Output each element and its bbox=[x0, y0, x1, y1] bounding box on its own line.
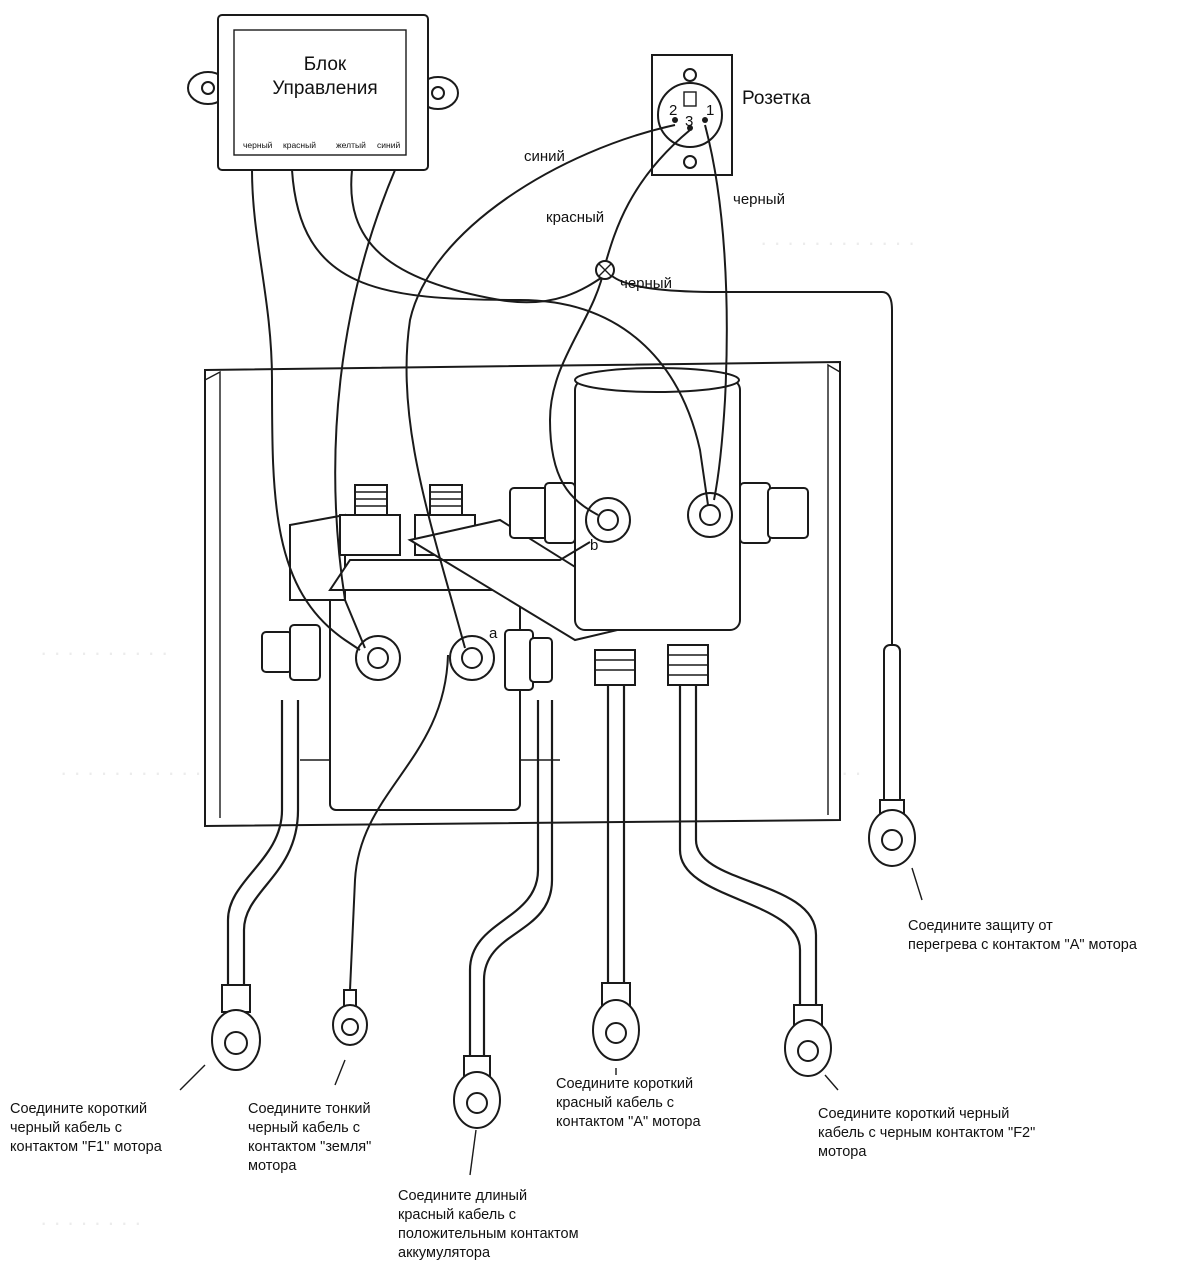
caption-f1: Соедините короткий черный кабель с конта… bbox=[10, 1101, 163, 1155]
caption-motor-a: Соедините короткий красный кабель с конт… bbox=[556, 1076, 701, 1130]
caption-ground-line: Соедините тонкий bbox=[248, 1101, 371, 1117]
caption-ground-line: контактом "земля" bbox=[248, 1139, 371, 1155]
caption-motor-a-line: красный кабель с bbox=[556, 1095, 674, 1111]
terminal-label-b: b bbox=[590, 537, 598, 554]
caption-ground: Соедините тонкий черный кабель с контакт… bbox=[248, 1101, 375, 1174]
socket bbox=[651, 54, 733, 176]
control-wires bbox=[251, 124, 893, 651]
caption-ground-line: черный кабель с bbox=[248, 1120, 360, 1136]
wire-label-black-junction: черный bbox=[620, 275, 672, 292]
caption-f1-line: контактом "F1" мотора bbox=[10, 1139, 163, 1155]
caption-overheat-line: Соедините защиту от bbox=[908, 918, 1053, 934]
caption-battery-line: аккумулятора bbox=[398, 1245, 491, 1261]
svg-text:· · · · · · · · · ·: · · · · · · · · · · bbox=[40, 640, 168, 665]
caption-f2-line: кабель с черным контактом "F2" bbox=[818, 1125, 1035, 1141]
caption-f2-line: Соедините короткий черный bbox=[818, 1106, 1009, 1122]
leader-lines bbox=[179, 867, 923, 1176]
control-box-title-line2: Управления bbox=[272, 78, 377, 99]
socket-title: Розетка bbox=[742, 88, 811, 109]
terminal-label-a: a bbox=[489, 625, 498, 642]
caption-f2-line: мотора bbox=[818, 1144, 867, 1160]
terminal-label-blue: синий bbox=[377, 140, 400, 150]
caption-battery: Соедините длиный красный кабель с положи… bbox=[398, 1188, 583, 1261]
wire-label-blue: синий bbox=[524, 148, 565, 165]
caption-motor-a-line: контактом "A" мотора bbox=[556, 1114, 701, 1130]
terminal-nuts bbox=[355, 492, 733, 681]
terminal-label-black: черный bbox=[243, 140, 273, 150]
ring-lug-overheat-icon bbox=[868, 799, 916, 867]
socket-pin-2: 2 bbox=[669, 102, 677, 119]
caption-battery-line: положительным контактом bbox=[398, 1226, 579, 1242]
socket-pin-3: 3 bbox=[685, 113, 693, 130]
caption-f1-line: Соедините короткий bbox=[10, 1101, 147, 1117]
svg-text:· · · · · · · · · · · · ·: · · · · · · · · · · · · · bbox=[60, 760, 229, 785]
caption-f1-line: черный кабель с bbox=[10, 1120, 122, 1136]
caption-battery-line: красный кабель с bbox=[398, 1207, 516, 1223]
caption-overheat-line: перегрева с контактом "A" мотора bbox=[908, 937, 1138, 953]
caption-overheat: Соедините защиту от перегрева с контакто… bbox=[908, 918, 1138, 953]
socket-pin-1: 1 bbox=[706, 102, 714, 119]
power-cables bbox=[226, 644, 901, 1060]
caption-f2: Соедините короткий черный кабель с черны… bbox=[818, 1106, 1039, 1160]
control-box-title-line1: Блок bbox=[304, 54, 347, 75]
svg-text:· · · · · · · · · · · ·: · · · · · · · · · · · · bbox=[760, 230, 915, 255]
ring-lug-f2-icon bbox=[784, 1004, 832, 1077]
ring-lug-ground-icon bbox=[332, 989, 368, 1046]
terminal-label-yellow: желтый bbox=[336, 140, 366, 150]
ring-lug-battery-icon bbox=[453, 1055, 501, 1129]
terminal-label-red: красный bbox=[283, 140, 316, 150]
wire-label-black-socket: черный bbox=[733, 191, 785, 208]
wire-label-red: красный bbox=[546, 209, 604, 226]
ring-lug-f1-icon bbox=[211, 984, 261, 1071]
caption-ground-line: мотора bbox=[248, 1158, 297, 1174]
caption-battery-line: Соедините длиный bbox=[398, 1188, 527, 1204]
control-box bbox=[187, 14, 459, 171]
ring-lug-motor-a-icon bbox=[592, 982, 640, 1061]
wire-junction-icon bbox=[595, 260, 615, 280]
caption-motor-a-line: Соедините короткий bbox=[556, 1076, 693, 1092]
svg-text:· · · · · · · ·: · · · · · · · · bbox=[40, 1210, 141, 1235]
